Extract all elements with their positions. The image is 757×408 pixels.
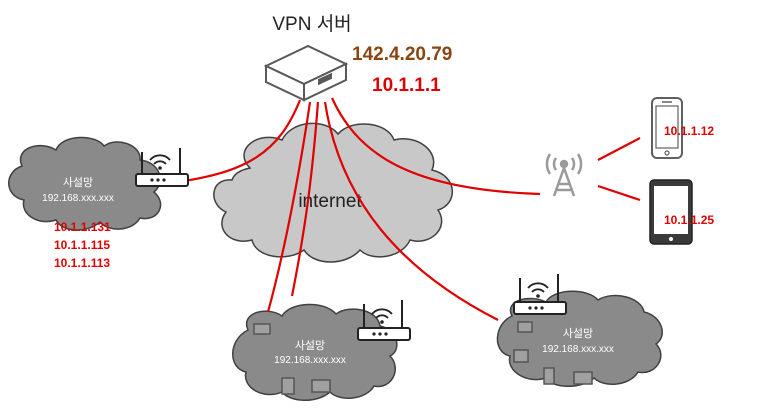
private-net-right-subnet: 192.168.xxx.xxx [542, 344, 614, 355]
router-icon [357, 300, 411, 341]
router-icon [135, 148, 189, 187]
router-icon [513, 274, 567, 315]
phone-ip: 10.1.1.12 [664, 124, 714, 138]
link-to-right-net [323, 101, 499, 321]
link-to-left-router [159, 99, 302, 186]
server-vpn-ip: 10.1.1.1 [372, 75, 441, 96]
link-tower-phone [597, 137, 641, 161]
left-net-vpn-ip-2: 10.1.1.115 [54, 238, 110, 252]
private-net-right-cloud: 사설망 192.168.xxx.xxx [496, 290, 663, 387]
cell-tower-icon [545, 153, 583, 197]
server-title: VPN 서버 [272, 13, 351, 35]
link-tower-tablet [597, 184, 641, 202]
link-to-center-net-2 [290, 101, 320, 297]
tablet-icon [649, 179, 693, 245]
vpn-links [159, 97, 641, 321]
private-net-left-cloud: 사설망 192.168.xxx.xxx [8, 136, 162, 231]
tablet-ip: 10.1.1.25 [664, 213, 714, 227]
phone-icon [651, 97, 683, 159]
private-net-center-cloud: 사설망 192.168.xxx.xxx [232, 303, 398, 401]
internet-label: internet [298, 191, 362, 212]
laptop-icon [253, 321, 593, 395]
private-net-center-label: 사설망 [295, 339, 325, 352]
left-net-vpn-ip-1: 10.1.1.131 [54, 220, 111, 234]
private-net-left-subnet: 192.168.xxx.xxx [42, 193, 114, 204]
private-net-center-subnet: 192.168.xxx.xxx [274, 355, 346, 366]
private-net-right-label: 사설망 [563, 327, 593, 340]
internet-cloud: internet [213, 122, 454, 263]
server-icon [263, 44, 349, 102]
link-to-center-net [266, 101, 312, 313]
left-net-vpn-ip-3: 10.1.1.113 [54, 256, 110, 270]
server-public-ip: 142.4.20.79 [352, 44, 452, 65]
link-to-cell-tower [330, 97, 541, 196]
private-net-left-label: 사설망 [63, 176, 93, 189]
